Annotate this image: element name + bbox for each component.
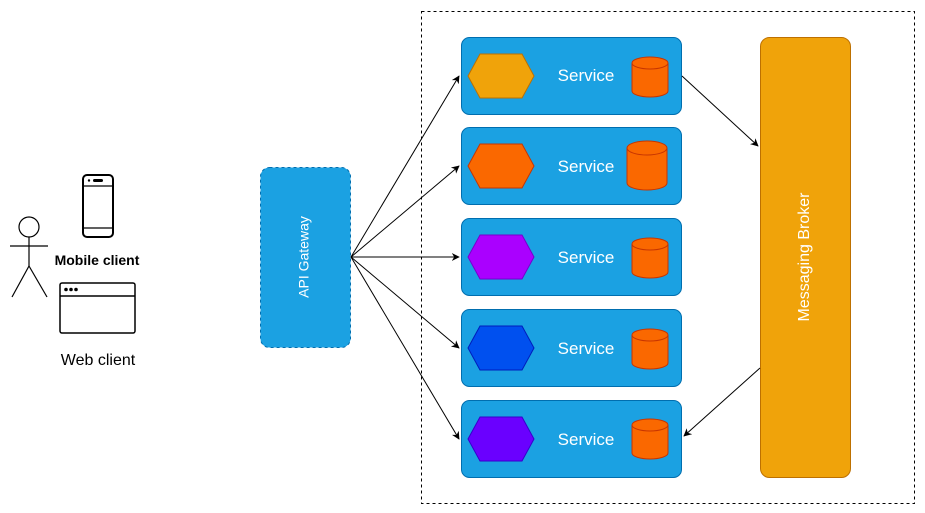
service-3[interactable]: Service — [461, 218, 682, 296]
service-3-label: Service — [558, 248, 615, 267]
service-4-label: Service — [558, 339, 615, 358]
service-2[interactable]: Service — [461, 127, 682, 205]
service-5-hexagon-icon — [467, 416, 535, 462]
messaging-broker-label: Messaging Broker — [796, 192, 813, 322]
gateway-connectors — [350, 75, 460, 440]
service-2-database-icon — [626, 140, 668, 191]
messaging-broker-box[interactable] — [760, 37, 851, 478]
service-1-hexagon-icon — [467, 53, 535, 99]
web-client-label: Web client — [61, 352, 136, 369]
service-1-database-icon — [631, 56, 669, 98]
service-2-label: Service — [558, 157, 615, 176]
web-browser-icon — [59, 282, 136, 334]
mobile-phone-icon — [82, 174, 114, 238]
service-4[interactable]: Service — [461, 309, 682, 387]
service-5-database-icon — [631, 418, 669, 460]
service-1[interactable]: Service — [461, 37, 682, 115]
user-icon — [10, 216, 48, 298]
service-1-label: Service — [558, 66, 615, 85]
service-2-hexagon-icon — [467, 143, 535, 189]
service-5[interactable]: Service — [461, 400, 682, 478]
service-4-database-icon — [631, 328, 669, 370]
api-gateway-box[interactable] — [260, 167, 351, 348]
api-gateway-label: API Gateway — [296, 216, 312, 298]
service-5-label: Service — [558, 430, 615, 449]
broker-connectors — [681, 75, 761, 437]
service-3-hexagon-icon — [467, 234, 535, 280]
service-4-hexagon-icon — [467, 325, 535, 371]
mobile-client-label: Mobile client — [55, 252, 140, 268]
service-3-database-icon — [631, 237, 669, 279]
